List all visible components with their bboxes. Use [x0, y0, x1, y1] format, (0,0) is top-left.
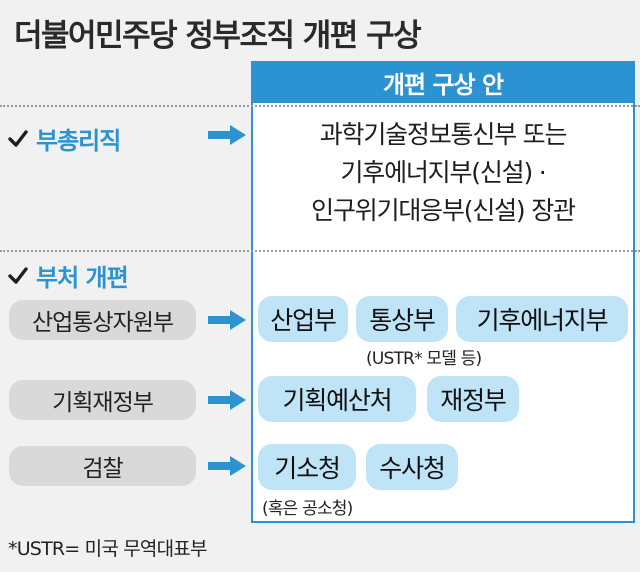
divider-top — [0, 105, 640, 107]
target-pill: 기후에너지부 — [456, 296, 628, 342]
check-icon — [8, 266, 28, 284]
page-title: 더불어민주당 정부조직 개편 구상 — [14, 18, 422, 54]
source-ministry-pill: 산업통상자원부 — [9, 300, 196, 340]
source-ministry-pill: 검찰 — [9, 446, 196, 486]
row-note: (USTR* 모델 등) — [366, 349, 482, 369]
target-pill: 수사청 — [366, 444, 458, 490]
target-pill: 산업부 — [258, 296, 348, 342]
section-label-text: 부처 개편 — [36, 264, 129, 292]
source-ministry-pill: 기획재정부 — [9, 380, 196, 420]
check-icon — [8, 129, 28, 147]
pm-description: 과학기술정보통신부 또는 기후에너지부(신설) · 인구위기대응부(신설) 장관 — [251, 116, 635, 230]
row-note: (혹은 공소청) — [262, 499, 353, 519]
pm-line: 인구위기대응부(신설) 장관 — [311, 196, 576, 225]
footnote: *USTR= 미국 무역대표부 — [8, 538, 207, 560]
pm-line: 과학기술정보통신부 또는 — [319, 120, 568, 149]
arrow-right-icon — [208, 456, 246, 476]
target-pill: 통상부 — [356, 296, 448, 342]
target-pill: 기획예산처 — [258, 376, 416, 422]
section-label-text: 부총리직 — [36, 127, 121, 155]
panel-header: 개편 구상 안 — [251, 61, 635, 103]
pm-line: 기후에너지부(신설) · — [340, 158, 546, 187]
section-label-reorg: 부처 개편 — [8, 258, 129, 293]
target-pill: 기소청 — [258, 444, 356, 490]
section-label-pm: 부총리직 — [8, 121, 121, 156]
arrow-right-icon — [208, 310, 246, 330]
arrow-right-icon — [208, 390, 246, 410]
target-pill: 재정부 — [427, 376, 519, 422]
divider-middle — [0, 250, 640, 252]
arrow-right-icon — [208, 125, 246, 145]
